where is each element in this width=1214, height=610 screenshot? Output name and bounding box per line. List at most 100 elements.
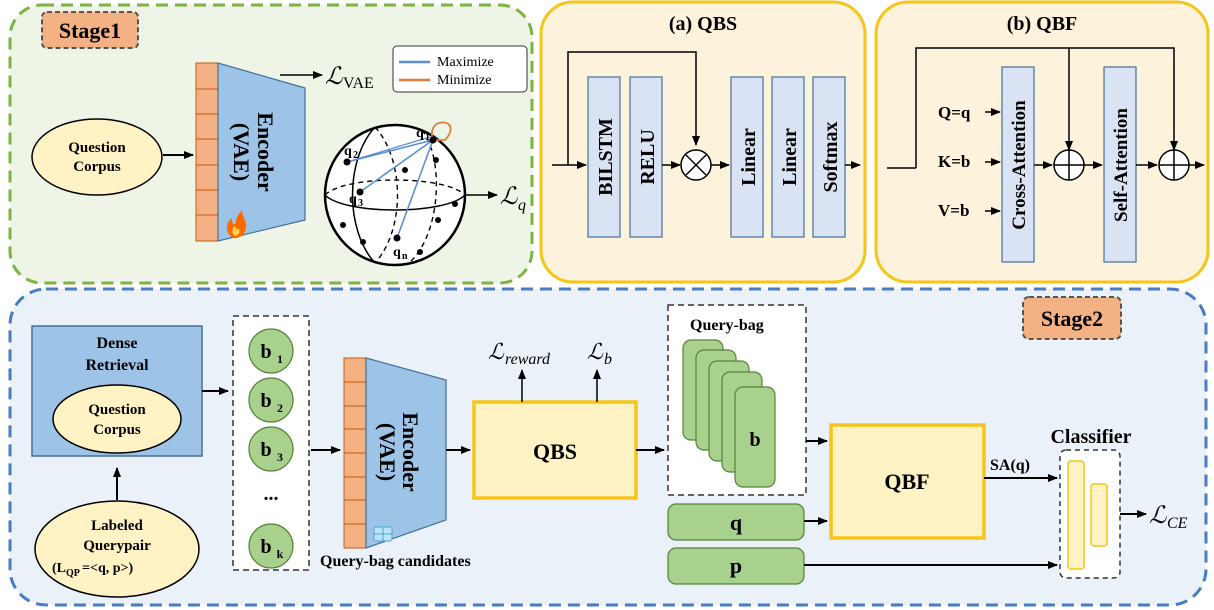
loss-reward-label: ℒ reward xyxy=(488,339,551,368)
qbs-block-linear-2 xyxy=(771,76,805,238)
query-bag-candidates: b 1 b 2 b 3 ... b k xyxy=(232,315,310,571)
qbs-block-softmax xyxy=(812,76,846,238)
loss-q-label: ℒ q xyxy=(500,184,526,214)
loss-ce-label: ℒ CE xyxy=(1149,503,1188,532)
svg-text:Question: Question xyxy=(68,140,126,156)
loss-b-label: ℒ b xyxy=(587,339,612,368)
svg-text:Linear: Linear xyxy=(779,128,801,186)
add-icon xyxy=(1053,149,1085,181)
candidate-b2 xyxy=(248,377,294,423)
svg-text:=<q, p>): =<q, p>) xyxy=(82,561,134,576)
svg-text:Query-bag: Query-bag xyxy=(690,317,764,334)
svg-text:Linear: Linear xyxy=(738,128,760,186)
svg-text:q: q xyxy=(518,197,526,214)
query-bag: Query-bag b xyxy=(667,304,807,496)
qbs-box: QBS xyxy=(472,400,638,500)
svg-text:Corpus: Corpus xyxy=(73,159,121,175)
svg-text:Question: Question xyxy=(88,402,146,418)
svg-text:b: b xyxy=(749,429,760,451)
svg-text:Retrieval: Retrieval xyxy=(85,357,149,374)
stage1-tag: Stage1 xyxy=(41,11,139,49)
candidate-bk xyxy=(248,523,294,569)
p-bar: p xyxy=(667,547,805,585)
stage2-encoder: Encoder (VAE) xyxy=(343,357,447,549)
stage2-tag: Stage2 xyxy=(1022,296,1122,340)
svg-text:b: b xyxy=(260,341,271,363)
svg-text:n: n xyxy=(402,251,408,262)
loss-vae-label: ℒ VAE xyxy=(325,64,374,92)
dense-retrieval-box: Dense Retrieval Question Corpus xyxy=(31,325,203,457)
svg-text:QBS: QBS xyxy=(533,439,577,464)
svg-text:(VAE): (VAE) xyxy=(229,123,254,181)
qbf-input-v: V=b xyxy=(938,201,969,220)
svg-text:b: b xyxy=(260,536,271,558)
svg-text:RELU: RELU xyxy=(637,129,659,185)
svg-text:q: q xyxy=(349,192,357,207)
svg-text:BILSTM: BILSTM xyxy=(595,118,617,196)
qbs-block-relu xyxy=(629,76,663,238)
qbf-block-self-attention xyxy=(1103,66,1137,263)
qbf-input-q: Q=q xyxy=(938,103,971,122)
svg-text:b: b xyxy=(260,390,271,412)
svg-text:Classifier: Classifier xyxy=(1050,426,1131,448)
svg-text:Softmax: Softmax xyxy=(820,121,842,192)
svg-text:Dense: Dense xyxy=(97,335,138,352)
svg-text:p: p xyxy=(730,553,742,578)
legend-minimize: Minimize xyxy=(437,73,491,88)
svg-text:2: 2 xyxy=(277,401,283,415)
svg-text:1: 1 xyxy=(425,132,430,143)
qbs-panel-title: (a) QBS xyxy=(669,13,737,35)
svg-text:ℒ: ℒ xyxy=(587,339,604,364)
svg-text:CE: CE xyxy=(1167,515,1188,532)
svg-text:QP: QP xyxy=(66,568,80,579)
fire-icon xyxy=(226,210,246,239)
svg-text:VAE: VAE xyxy=(343,75,374,92)
svg-text:...: ... xyxy=(264,483,279,505)
stage1-encoder: Encoder (VAE) xyxy=(195,62,306,242)
svg-text:QBF: QBF xyxy=(884,469,929,494)
candidates-caption: Query-bag candidates xyxy=(320,553,471,570)
qbf-box: QBF xyxy=(829,423,986,540)
multiply-icon xyxy=(680,149,712,181)
qbs-panel: (a) QBS BILSTM RELU Linear Linear Softma… xyxy=(539,0,867,284)
qbf-panel: (b) QBF Q=q K=b V=b Cross-Attention Self… xyxy=(874,0,1210,284)
q-bar: q xyxy=(667,503,805,541)
svg-text:Cross-Attention: Cross-Attention xyxy=(1009,100,1030,230)
svg-text:ℒ: ℒ xyxy=(488,339,505,364)
svg-text:3: 3 xyxy=(277,450,283,464)
stage1-question-corpus: Question Corpus xyxy=(31,118,163,196)
qbs-block-bilstm xyxy=(587,76,621,238)
svg-text:ℒ: ℒ xyxy=(500,184,518,210)
candidate-b1 xyxy=(248,328,294,374)
hypersphere: q 1 q 2 q 3 q n xyxy=(323,121,467,267)
svg-text:Querypair: Querypair xyxy=(83,538,151,554)
svg-text:b: b xyxy=(260,439,271,461)
svg-text:(L: (L xyxy=(52,561,66,576)
labeled-querypair: Labeled Querypair (L QP =<q, p>) xyxy=(34,500,200,598)
svg-text:Labeled: Labeled xyxy=(91,518,143,534)
legend: Maximize Minimize xyxy=(392,45,528,93)
svg-text:Encoder: Encoder xyxy=(398,412,423,492)
svg-text:3: 3 xyxy=(358,198,363,209)
svg-text:1: 1 xyxy=(277,352,283,366)
sa-q-label: SA(q) xyxy=(990,457,1030,474)
add-icon xyxy=(1158,149,1190,181)
stage2-tag-text: Stage2 xyxy=(1041,306,1103,331)
classifier: Classifier xyxy=(1050,426,1132,579)
qbs-block-linear-1 xyxy=(730,76,764,238)
svg-text:Self-Attention: Self-Attention xyxy=(1111,108,1132,222)
svg-text:q: q xyxy=(393,245,401,260)
qbf-input-k: K=b xyxy=(938,152,970,171)
svg-text:ℒ: ℒ xyxy=(325,64,343,90)
svg-text:q: q xyxy=(730,510,743,535)
svg-text:q: q xyxy=(344,144,352,159)
svg-text:reward: reward xyxy=(505,351,551,368)
svg-text:ℒ: ℒ xyxy=(1149,503,1167,529)
svg-text:2: 2 xyxy=(353,150,358,161)
svg-text:k: k xyxy=(277,547,284,561)
legend-maximize: Maximize xyxy=(437,55,494,70)
svg-text:Encoder: Encoder xyxy=(253,112,278,192)
svg-text:Corpus: Corpus xyxy=(93,422,141,438)
stage1-tag-text: Stage1 xyxy=(59,18,121,43)
